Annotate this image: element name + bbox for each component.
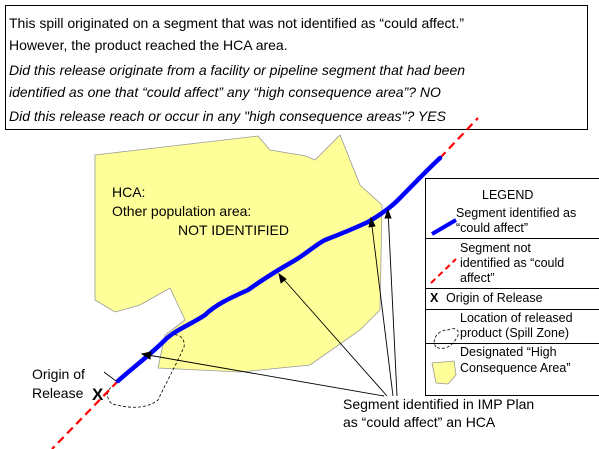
legend-blue-line-icon (430, 218, 458, 236)
legend-item-not-identified-line-2: identified as “could (460, 256, 565, 270)
info-line-2: However, the product reached the HCA are… (9, 37, 288, 53)
legend-divider (426, 238, 599, 239)
question-1-line-1: Did this release originate from a facili… (9, 62, 466, 78)
legend-red-dashed-line-icon (430, 258, 457, 284)
legend-divider (426, 343, 599, 344)
question-1-line-2: identified as one that “could affect” an… (9, 84, 441, 100)
legend-symbols (430, 218, 459, 385)
legend-title: LEGEND (482, 188, 534, 202)
legend-divider (426, 288, 599, 289)
legend-item-origin: Origin of Release (446, 291, 543, 305)
segment-note-line-2: as “could affect” an HCA (343, 414, 496, 430)
info-line-1: This spill originated on a segment that … (9, 15, 464, 31)
info-box: This spill originated on a segment that … (5, 5, 588, 130)
legend-spill-zone-icon (433, 328, 459, 349)
hca-label: HCA: (112, 184, 146, 200)
origin-label-line-2: Release (32, 385, 84, 401)
hca-status: NOT IDENTIFIED (178, 222, 289, 238)
origin-marker: X (92, 385, 104, 404)
hca-population-label: Other population area: (112, 203, 252, 219)
legend-x-marker-icon: X (430, 291, 439, 305)
pipeline-identified (115, 155, 443, 384)
pipeline-not-identified-upper (439, 117, 479, 159)
segment-arrows (140, 208, 398, 397)
legend-hca-icon (431, 360, 457, 385)
hca-area-shape (94, 134, 383, 373)
legend-item-spill-zone-line-2: product (Spill Zone) (460, 326, 570, 340)
legend-item-hca-line-1: Designated “High (460, 345, 557, 359)
legend-item-spill-zone-line-1: Location of released (460, 311, 573, 325)
pipeline-not-identified-lower (51, 380, 119, 449)
origin-label-line-1: Origin of (32, 366, 85, 382)
segment-note-line-1: Segment identified in IMP Plan (343, 396, 535, 412)
legend-item-identified-line-1: Segment identified as (456, 206, 577, 220)
legend-divider (426, 309, 599, 310)
legend-item-identified-line-2: “could affect” (456, 221, 529, 235)
question-2: Did this release reach or occur in any "… (9, 108, 446, 124)
legend: LEGEND Segment identified as “could affe… (425, 178, 599, 396)
legend-item-not-identified-line-3: affect” (460, 271, 495, 285)
legend-item-hca-line-2: Consequence Area” (460, 361, 571, 375)
origin-arrow (103, 371, 117, 382)
legend-item-not-identified-line-1: Segment not (460, 241, 531, 255)
